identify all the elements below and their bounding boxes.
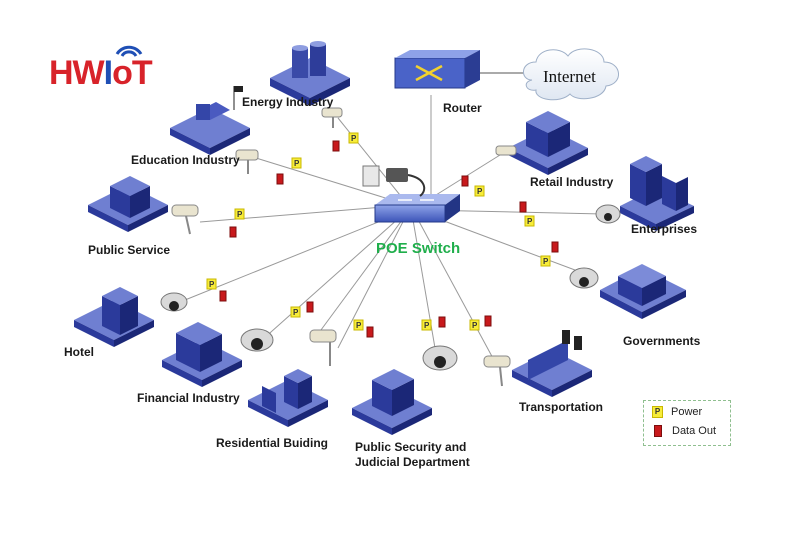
buildings xyxy=(74,41,694,435)
router-icon xyxy=(394,50,480,89)
link-hotel xyxy=(184,209,409,301)
dome-camera-icon-law xyxy=(422,345,458,371)
camera-icon-transport xyxy=(483,355,511,387)
public-service-building-icon xyxy=(88,176,168,232)
retail-industry-label: Retail Industry xyxy=(530,175,614,189)
camera-icon-energy xyxy=(321,107,343,128)
link-transport xyxy=(414,213,496,363)
link-governments xyxy=(419,211,584,274)
camera-icon-education xyxy=(235,149,259,174)
legend-power-label: Power xyxy=(671,406,703,418)
public-security-line1: Public Security and xyxy=(355,440,467,454)
camera-icon-retail xyxy=(495,145,517,156)
poe-switch-label: POE Switch xyxy=(376,240,461,257)
legend-power-row: P Power xyxy=(652,406,703,419)
link-energy xyxy=(337,117,409,206)
energy-industry-label: Energy Industry xyxy=(242,95,334,109)
power-marker-glyph: P xyxy=(293,308,299,317)
camera-icon-public-service xyxy=(171,204,199,235)
transportation-building-icon xyxy=(512,330,592,397)
hotel-building-icon xyxy=(74,287,154,347)
dome-camera-icon-governments xyxy=(569,267,599,289)
data-out-marker-icon xyxy=(654,425,662,438)
link-residential xyxy=(317,211,409,335)
link-public-security xyxy=(337,211,409,349)
power-marker-glyph: P xyxy=(209,280,215,289)
residential-building-label: Residential Buiding xyxy=(216,436,329,450)
retail-building-icon xyxy=(508,111,588,175)
public-security-label: Public Security and Judicial Department xyxy=(355,440,470,470)
poe-switch-icon xyxy=(362,165,460,223)
camera-icon-residential xyxy=(309,329,337,366)
logo-text-b: oT xyxy=(112,54,153,92)
power-marker-glyph: P xyxy=(351,134,357,143)
dome-camera-icon-enterprises xyxy=(595,204,621,224)
education-industry-label: Education Industry xyxy=(131,153,240,167)
power-marker-icon: P xyxy=(652,406,663,419)
link-financial xyxy=(261,209,409,341)
power-marker-glyph: P xyxy=(356,321,362,330)
financial-building-icon xyxy=(162,322,242,387)
internet-label: Internet xyxy=(543,67,596,86)
law-building-icon xyxy=(352,369,432,435)
enterprises-label: Enterprises xyxy=(631,222,698,236)
transportation-label: Transportation xyxy=(519,400,604,414)
power-marker-glyph: P xyxy=(472,321,478,330)
dome-camera-icon-hotel xyxy=(160,292,188,312)
logo-text: HWIoT xyxy=(49,54,153,93)
education-building-icon xyxy=(170,86,250,155)
router-label: Router xyxy=(443,101,482,115)
legend: P Power Data Out xyxy=(643,400,731,446)
power-marker-glyph: P xyxy=(294,159,300,168)
power-marker-glyph: P xyxy=(527,217,533,226)
legend-data-row: Data Out xyxy=(652,425,717,438)
logo-text-i: I xyxy=(103,54,114,92)
legend-data-label: Data Out xyxy=(672,425,717,437)
link-education xyxy=(255,157,409,206)
financial-industry-label: Financial Industry xyxy=(137,391,240,405)
internet-cloud-icon xyxy=(523,48,619,101)
power-marker-glyph: P xyxy=(543,257,549,266)
enterprises-building-icon xyxy=(620,156,694,231)
power-marker-glyph: P xyxy=(477,187,483,196)
logo-text-a: HW xyxy=(49,54,105,92)
cameras xyxy=(160,107,621,387)
power-marker-glyph: P xyxy=(237,210,243,219)
governments-building-icon xyxy=(600,264,686,319)
energy-building-icon xyxy=(270,41,350,106)
markers: P P P P P P P P P P P xyxy=(206,132,559,338)
governments-label: Governments xyxy=(623,334,701,348)
public-service-label: Public Service xyxy=(88,243,171,257)
power-marker-glyph: P xyxy=(424,321,430,330)
public-security-line2: Judicial Department xyxy=(355,455,470,469)
hotel-label: Hotel xyxy=(64,345,94,359)
dome-camera-icon-financial xyxy=(240,328,274,352)
wifi-icon xyxy=(115,45,143,57)
residential-building-icon xyxy=(248,369,328,427)
